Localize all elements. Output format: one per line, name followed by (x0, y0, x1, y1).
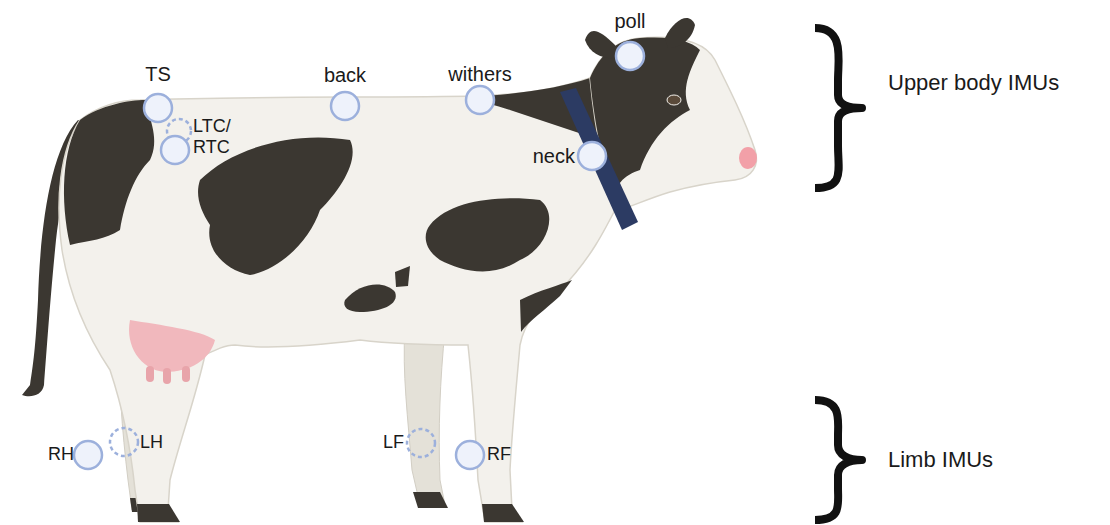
imu-sensor (74, 441, 102, 469)
cow-udder (129, 320, 215, 372)
cow-spot (395, 266, 410, 287)
imu-sensor (456, 441, 484, 469)
group-label: Upper body IMUs (888, 70, 1108, 95)
cow-spot (198, 137, 353, 275)
sensor-label: withers (425, 63, 535, 86)
cow-hoof (137, 504, 180, 522)
cow-spot (426, 198, 550, 271)
sensor-label: LTC/ RTC (193, 116, 239, 157)
imu-sensor-hidden-side (110, 428, 138, 456)
cow-body (59, 70, 620, 522)
cow-teat (146, 366, 154, 382)
sensor-label: neck (505, 145, 575, 168)
sensor-label: LH (140, 432, 174, 453)
imu-sensor (466, 86, 494, 114)
cow-nose (739, 147, 757, 169)
sensor-label: TS (128, 63, 188, 86)
cow-far-front-hoof (413, 492, 448, 508)
cow-spot (64, 100, 154, 245)
cow-teat (163, 368, 171, 384)
group-brace (815, 400, 862, 520)
imu-sensor (331, 92, 359, 120)
cow-teat (182, 366, 190, 382)
sensor-label: RF (487, 444, 521, 465)
imu-sensor (144, 94, 172, 122)
cow-ear (585, 31, 620, 58)
cow-ear (665, 18, 695, 48)
cow-spot (520, 280, 572, 332)
sensor-label: poll (595, 10, 665, 33)
cow-far-front-leg (404, 330, 445, 505)
imu-sensor (578, 142, 606, 170)
group-label: Limb IMUs (888, 447, 1088, 472)
sensor-label: LF (383, 432, 417, 453)
cow-eye (667, 95, 681, 105)
cow-hoof (482, 504, 524, 522)
sensor-label: back (305, 64, 385, 87)
imu-sensor (161, 136, 189, 164)
group-brace (815, 28, 862, 188)
imu-sensor-hidden-side (407, 429, 435, 457)
imu-sensors (74, 42, 644, 469)
sensor-label: RH (48, 444, 82, 465)
cow-spot (344, 284, 396, 312)
imu-sensor (616, 42, 644, 70)
